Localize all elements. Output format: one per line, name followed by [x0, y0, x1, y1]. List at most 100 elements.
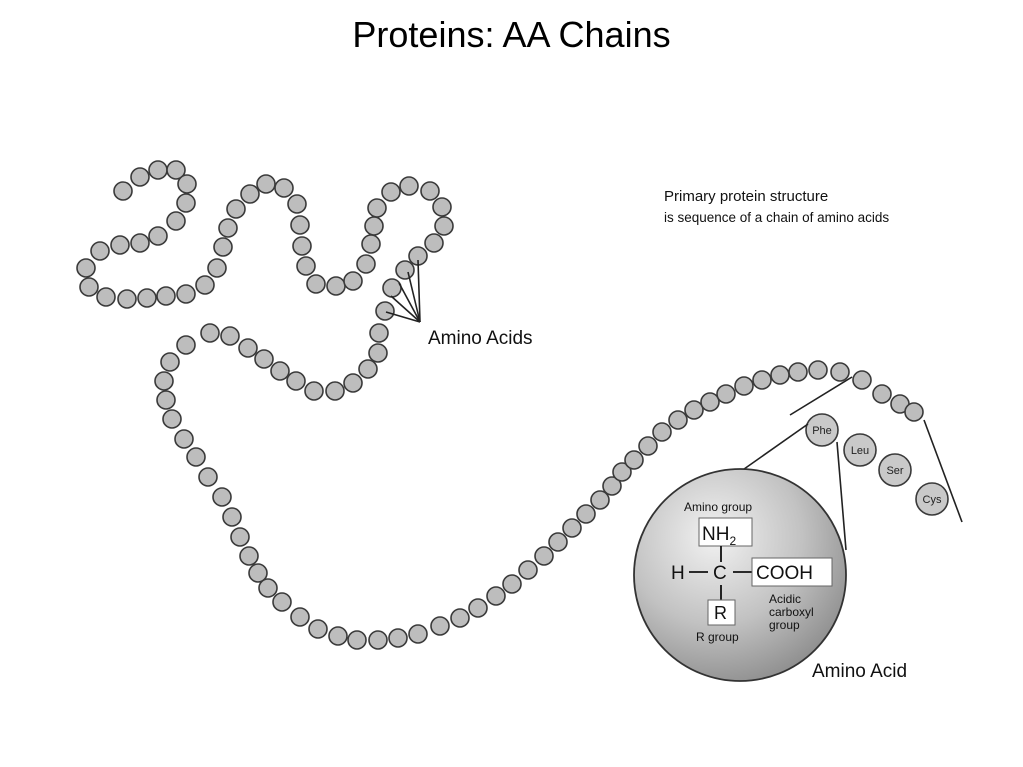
amino-acid-bead: [734, 376, 754, 396]
amino-acid-bead: [176, 193, 196, 213]
amino-acid-bead: [602, 476, 622, 496]
amino-group-label: Amino group: [684, 500, 752, 514]
amino-acid-bead: [296, 256, 316, 276]
amino-acid-bead: [788, 362, 808, 382]
amino-acid-bead: [432, 197, 452, 217]
amino-acid-bead: [358, 359, 378, 379]
amino-acid-bead: [328, 626, 348, 646]
amino-acid-bead: [156, 390, 176, 410]
amino-acid-bead: [368, 343, 388, 363]
amino-acid-chain: [76, 160, 924, 650]
amino-acid-bead: [154, 371, 174, 391]
amino-acid-bead: [700, 392, 720, 412]
amino-acid-bead: [212, 487, 232, 507]
amino-acid-bead: [872, 384, 892, 404]
amino-acid-bead: [272, 592, 292, 612]
amino-acid-bead: [248, 563, 268, 583]
amino-acid-bead: [752, 370, 772, 390]
c-atom: C: [713, 563, 727, 584]
amino-acid-bead: [852, 370, 872, 390]
amino-acid-bead: [381, 182, 401, 202]
amino-acid-bead: [137, 288, 157, 308]
amino-acid-bead: [218, 218, 238, 238]
amino-acid-bead: [239, 546, 259, 566]
amino-acid-bead: [76, 258, 96, 278]
amino-acid-bead: [90, 241, 110, 261]
svg-text:Leu: Leu: [851, 445, 869, 457]
cooh-text: COOH: [756, 563, 813, 584]
amino-acid-bead: [213, 237, 233, 257]
amino-acid-bead: [368, 630, 388, 650]
amino-acid-sphere: Amino group NH2 H C COOH R R group Acidi…: [633, 468, 847, 682]
amino-acid-bead: [399, 176, 419, 196]
sequence-beads: Phe Leu Ser Cys: [805, 413, 949, 516]
amino-acid-bead: [220, 326, 240, 346]
residue-cys: Cys: [915, 482, 949, 516]
r-atom: R: [714, 603, 727, 623]
amino-acid-bead: [148, 160, 168, 180]
amino-acid-bead: [808, 360, 828, 380]
amino-acid-bead: [304, 381, 324, 401]
residue-leu: Leu: [843, 433, 877, 467]
amino-acid-bead: [79, 277, 99, 297]
amino-acid-bead: [176, 284, 196, 304]
amino-acid-bead: [195, 275, 215, 295]
amino-acid-bead: [395, 260, 415, 280]
amino-acid-bead: [160, 352, 180, 372]
amino-acid-bead: [343, 271, 363, 291]
amino-acid-bead: [369, 323, 389, 343]
amino-acid-bead: [198, 467, 218, 487]
amino-acid-bead: [388, 628, 408, 648]
amino-acid-bead: [287, 194, 307, 214]
amino-acid-bead: [162, 409, 182, 429]
amino-acid-bead: [361, 234, 381, 254]
amino-acid-bead: [562, 518, 582, 538]
amino-acid-bead: [548, 532, 568, 552]
amino-acid-bead: [186, 447, 206, 467]
slide-title: Proteins: AA Chains: [352, 14, 671, 55]
amino-acid-bead: [286, 371, 306, 391]
amino-acid-bead: [274, 178, 294, 198]
amino-acid-bead: [256, 174, 276, 194]
amino-acid-bead: [258, 578, 278, 598]
amino-acid-bead: [468, 598, 488, 618]
nh2-text: NH2: [702, 524, 736, 548]
amino-acid-bead: [668, 410, 688, 430]
amino-acid-bead: [240, 184, 260, 204]
amino-acid-bead: [176, 335, 196, 355]
amino-acids-label: Amino Acids: [428, 328, 533, 349]
nh2-box: [698, 517, 753, 547]
amino-acid-bead: [226, 199, 246, 219]
amino-acid-bead: [590, 490, 610, 510]
amino-acid-bead: [430, 616, 450, 636]
amino-acid-bead: [290, 215, 310, 235]
amino-acid-bead: [110, 235, 130, 255]
amino-acid-bead: [434, 216, 454, 236]
amino-acid-bead: [290, 607, 310, 627]
carboxyl-label-2: carboxyl: [769, 605, 814, 619]
r-group-label: R group: [696, 630, 739, 644]
svg-text:Phe: Phe: [812, 425, 832, 437]
amino-acid-bead: [343, 373, 363, 393]
amino-acid-bead: [177, 174, 197, 194]
amino-acid-bead: [254, 349, 274, 369]
amino-acid-bead: [684, 400, 704, 420]
amino-acid-bead: [96, 287, 116, 307]
amino-acid-bead: [534, 546, 554, 566]
amino-acid-bead: [904, 402, 924, 422]
carboxyl-label-3: group: [769, 618, 800, 632]
amino-acid-bead: [270, 361, 290, 381]
amino-acid-bead: [638, 436, 658, 456]
amino-acid-bead: [420, 181, 440, 201]
caption-heading: Primary protein structure: [664, 188, 828, 205]
amino-acid-bead: [113, 181, 133, 201]
amino-acid-bead: [382, 278, 402, 298]
amino-acid-bead: [230, 527, 250, 547]
amino-acid-bead: [306, 274, 326, 294]
amino-acid-bead: [156, 286, 176, 306]
amino-acid-bead: [117, 289, 137, 309]
amino-acid-bead: [347, 630, 367, 650]
amino-acid-bead: [207, 258, 227, 278]
amino-acid-bead: [612, 462, 632, 482]
